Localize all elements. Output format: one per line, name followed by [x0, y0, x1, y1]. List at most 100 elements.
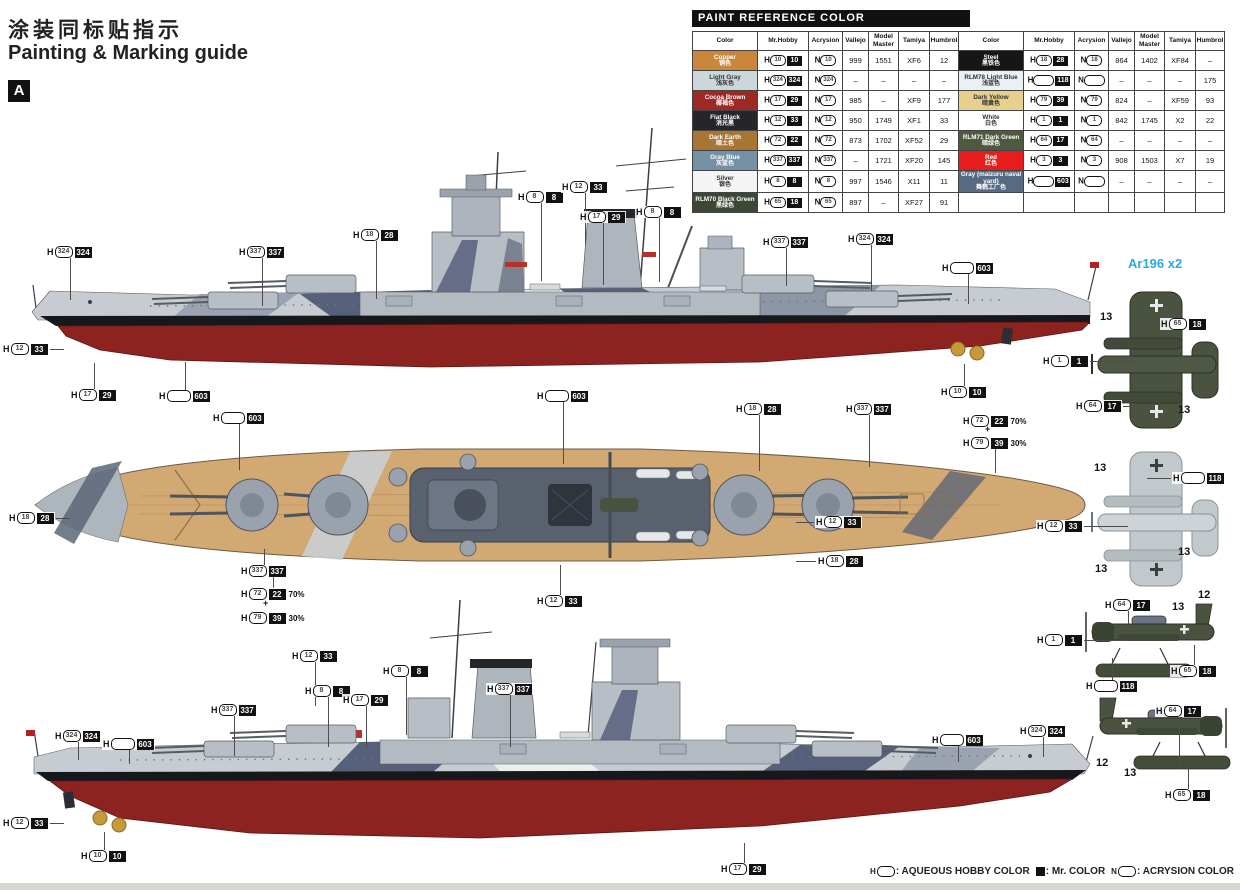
paint-cell: 175 — [1195, 70, 1225, 91]
acrysion-letter: N — [1080, 135, 1087, 145]
aqueous-letter: H — [764, 75, 770, 85]
aqueous-letter: H — [1173, 473, 1180, 483]
aqueous-letter: H — [763, 237, 770, 247]
leader-line — [562, 402, 564, 464]
aqueous-number-box: 17 — [728, 863, 747, 875]
aqueous-letter: H — [764, 155, 770, 165]
leader-line — [957, 746, 959, 762]
aqueous-number-box: 72 — [970, 415, 989, 427]
aqueous-number-box: 18 — [825, 555, 844, 567]
mr-color-number-badge: 29 — [607, 211, 625, 223]
paint-name-chinese: 红色 — [984, 160, 997, 167]
aqueous-letter: H — [537, 596, 544, 606]
aqueous-number-box: 3 — [1035, 155, 1052, 166]
part-number-label: + — [263, 598, 269, 608]
acrysion-number-box: 79 — [1086, 95, 1103, 106]
mr-color-number-badge: 39 — [990, 437, 1008, 449]
part-number-label: 13 — [1178, 404, 1191, 416]
page-title-chinese: 涂装同标贴指示 — [8, 19, 183, 42]
leader-line — [1084, 640, 1128, 641]
ship-side-view-top — [31, 127, 1099, 368]
paint-name: Dark Yellow — [973, 93, 1009, 101]
leader-line — [56, 518, 70, 519]
acrysion-letter: N — [814, 176, 821, 186]
aqueous-number-box: 337 — [218, 704, 237, 716]
legend-n-letter: N — [1111, 867, 1117, 876]
mr-color-number-badge: 33 — [319, 650, 337, 662]
leader-line — [1084, 526, 1128, 527]
aqueous-letter: H — [1086, 681, 1093, 691]
aqueous-number-box: 12 — [299, 650, 318, 662]
mr-color-number-badge: 10 — [108, 850, 126, 862]
legend-h: H : AQUEOUS HOBBY COLOR — [870, 866, 1030, 877]
leader-line — [559, 565, 561, 595]
aqueous-number-box: 8 — [525, 191, 544, 203]
aqueous-number-box: 324 — [769, 75, 786, 86]
acrysion-number-box: 65 — [820, 197, 837, 208]
acrysion-letter: N — [814, 75, 821, 85]
aqueous-letter: H — [721, 864, 728, 874]
aqueous-letter: H — [159, 391, 166, 401]
mr-color-number-badge: 324 — [82, 730, 100, 742]
paint-name-chinese: 浅灰色 — [715, 80, 734, 87]
aqueous-letter: H — [241, 613, 248, 623]
mr-color-number-badge: 22 — [268, 588, 286, 600]
aqueous-number-box: 72 — [769, 135, 786, 146]
aqueous-number-box: 65 — [769, 197, 786, 208]
leader-line — [405, 677, 407, 735]
aqueous-letter: H — [292, 651, 299, 661]
aqueous-number-box: 64 — [1163, 705, 1182, 717]
aqueous-number-box: 17 — [769, 95, 786, 106]
mr-color-number-badge: 29 — [748, 863, 766, 875]
section-a-badge: A — [8, 80, 30, 102]
paint-name-chinese: 黑绿色 — [715, 202, 734, 209]
paint-name-chinese: 暗土色 — [715, 140, 734, 147]
leader-line — [967, 274, 969, 304]
aqueous-number-box: 337 — [246, 246, 265, 258]
paint-name: Steel — [983, 53, 999, 61]
mr-color-number-badge: 337 — [514, 683, 532, 695]
aqueous-number-box: 64 — [1112, 599, 1131, 611]
paint-name-chinese: 银色 — [718, 181, 731, 188]
paint-name: Gray Blue — [710, 153, 740, 161]
acrysion-number-box: 8 — [820, 176, 837, 187]
aqueous-number-box: 64 — [1035, 135, 1052, 146]
leader-line — [1090, 361, 1136, 362]
aqueous-letter: H — [764, 135, 770, 145]
acrysion-number-box: 324 — [820, 75, 837, 86]
aqueous-number-box: 10 — [769, 55, 786, 66]
aqueous-number-box: 12 — [823, 516, 842, 528]
part-number-label: 12 — [1096, 757, 1109, 769]
mr-color-number-badge: 22 — [786, 135, 802, 146]
part-number-label: 13 — [1172, 601, 1185, 613]
mr-color-number-badge: 337 — [790, 236, 808, 248]
mr-color-number-badge: 10 — [968, 386, 986, 398]
leader-line — [870, 245, 872, 291]
mr-color-number-badge: 17 — [1183, 705, 1201, 717]
acrysion-letter: N — [1080, 115, 1087, 125]
aqueous-number-box: 1 — [1050, 355, 1069, 367]
